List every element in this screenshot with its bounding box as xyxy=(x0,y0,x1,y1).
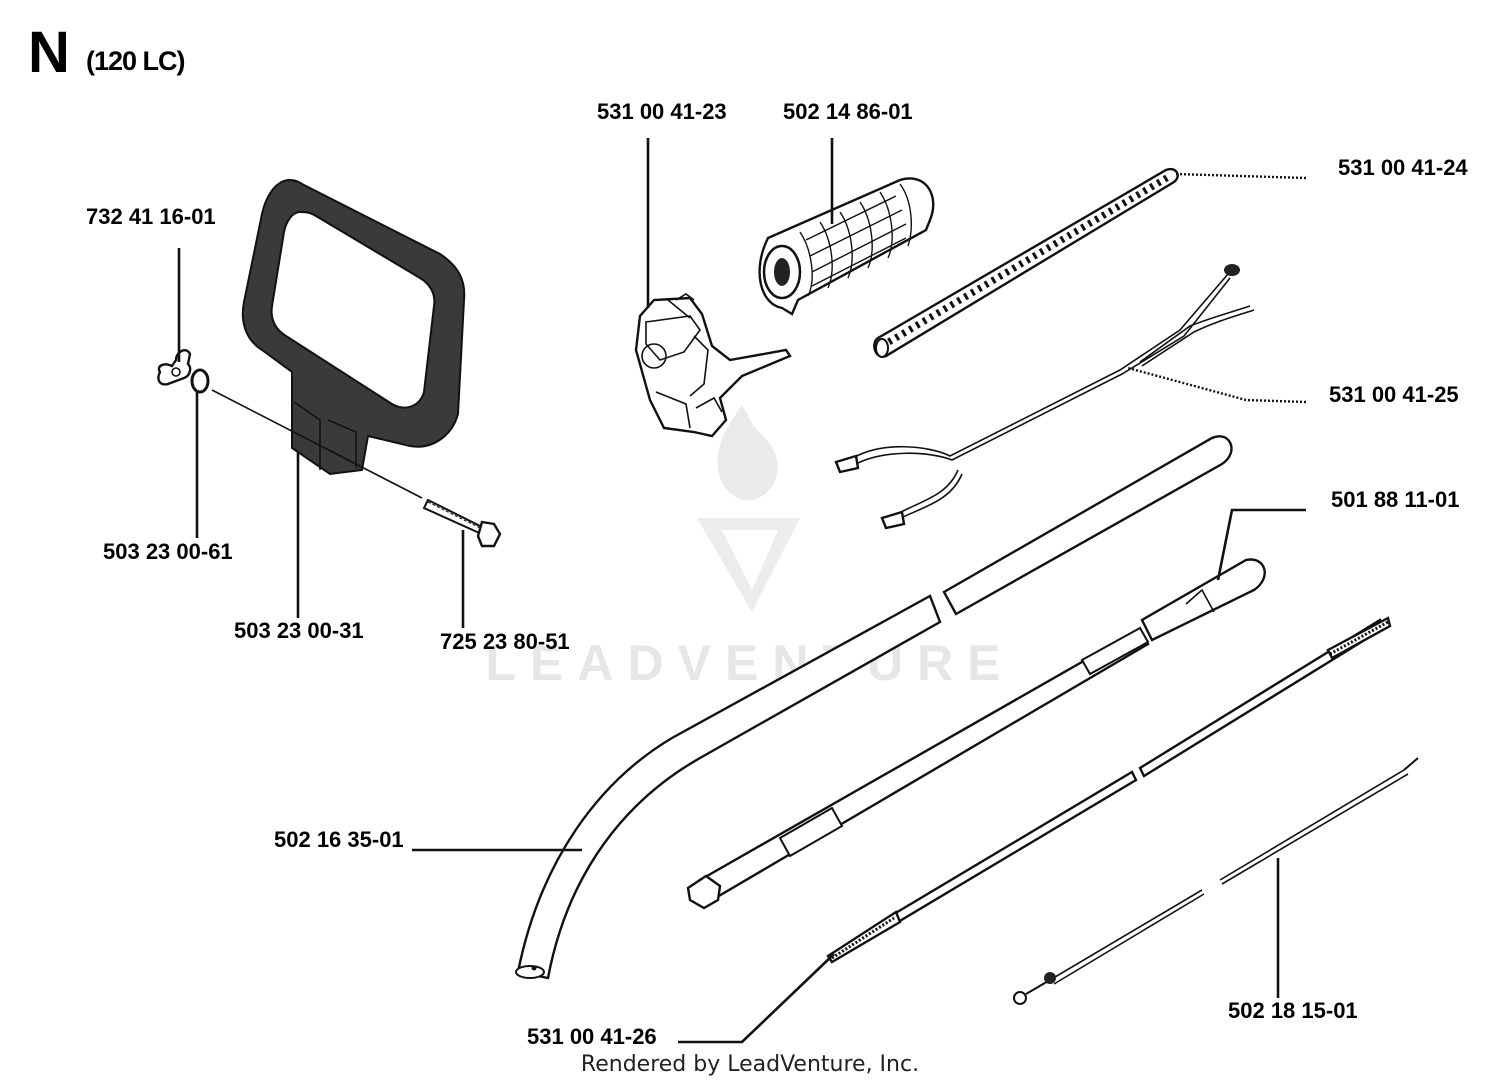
bolt-drawing[interactable] xyxy=(211,389,502,548)
leadventure-flame-logo-icon xyxy=(717,405,778,501)
washer-drawing[interactable] xyxy=(190,368,210,394)
footer-text: Rendered by LeadVenture, Inc. xyxy=(580,1052,920,1077)
label-725-23-80-51[interactable]: 725 23 80-51 xyxy=(440,629,570,654)
label-503-23-00-61[interactable]: 503 23 00-61 xyxy=(103,539,233,564)
section-model: (120 LC) xyxy=(86,46,185,76)
label-502-16-35-01[interactable]: 502 16 35-01 xyxy=(274,827,404,852)
label-503-23-00-31[interactable]: 503 23 00-31 xyxy=(234,618,364,643)
leadventure-v-logo-icon xyxy=(697,518,800,612)
footer-credit: Rendered by LeadVenture, Inc. xyxy=(0,1052,1500,1077)
bushing-drawing[interactable] xyxy=(1140,558,1266,642)
part-labels: 732 41 16-01 503 23 00-61 503 23 00-31 7… xyxy=(86,99,1468,1049)
grip-drawing[interactable] xyxy=(758,177,935,316)
throttle-housing-drawing[interactable] xyxy=(634,293,792,438)
label-501-88-11-01[interactable]: 501 88 11-01 xyxy=(1331,487,1459,512)
section-letter: N xyxy=(28,20,70,85)
label-732-41-16-01[interactable]: 732 41 16-01 xyxy=(86,204,216,229)
loop-handle-drawing[interactable] xyxy=(241,178,466,476)
label-502-14-86-01[interactable]: 502 14 86-01 xyxy=(783,99,913,124)
drive-shaft-drawing[interactable] xyxy=(826,616,1392,964)
drive-shaft-tube-drawing[interactable] xyxy=(686,626,1150,910)
label-531-00-41-25[interactable]: 531 00 41-25 xyxy=(1329,382,1459,407)
label-531-00-41-24[interactable]: 531 00 41-24 xyxy=(1338,155,1468,180)
label-531-00-41-26[interactable]: 531 00 41-26 xyxy=(527,1024,657,1049)
shaft-tube-drawing[interactable] xyxy=(515,435,1233,980)
leader-lines xyxy=(177,138,1307,1044)
throttle-cable-drawing[interactable] xyxy=(1013,757,1419,1005)
label-502-18-15-01[interactable]: 502 18 15-01 xyxy=(1228,998,1358,1023)
watermark: LEADVENTURE xyxy=(485,405,1014,691)
loop-handle-frame xyxy=(241,178,466,476)
watermark-text: LEADVENTURE xyxy=(485,635,1014,691)
label-531-00-41-23[interactable]: 531 00 41-23 xyxy=(597,99,727,124)
wire-harness-drawing[interactable] xyxy=(834,264,1255,530)
protective-hose-drawing[interactable] xyxy=(873,167,1179,358)
wing-nut-drawing[interactable] xyxy=(157,349,192,386)
